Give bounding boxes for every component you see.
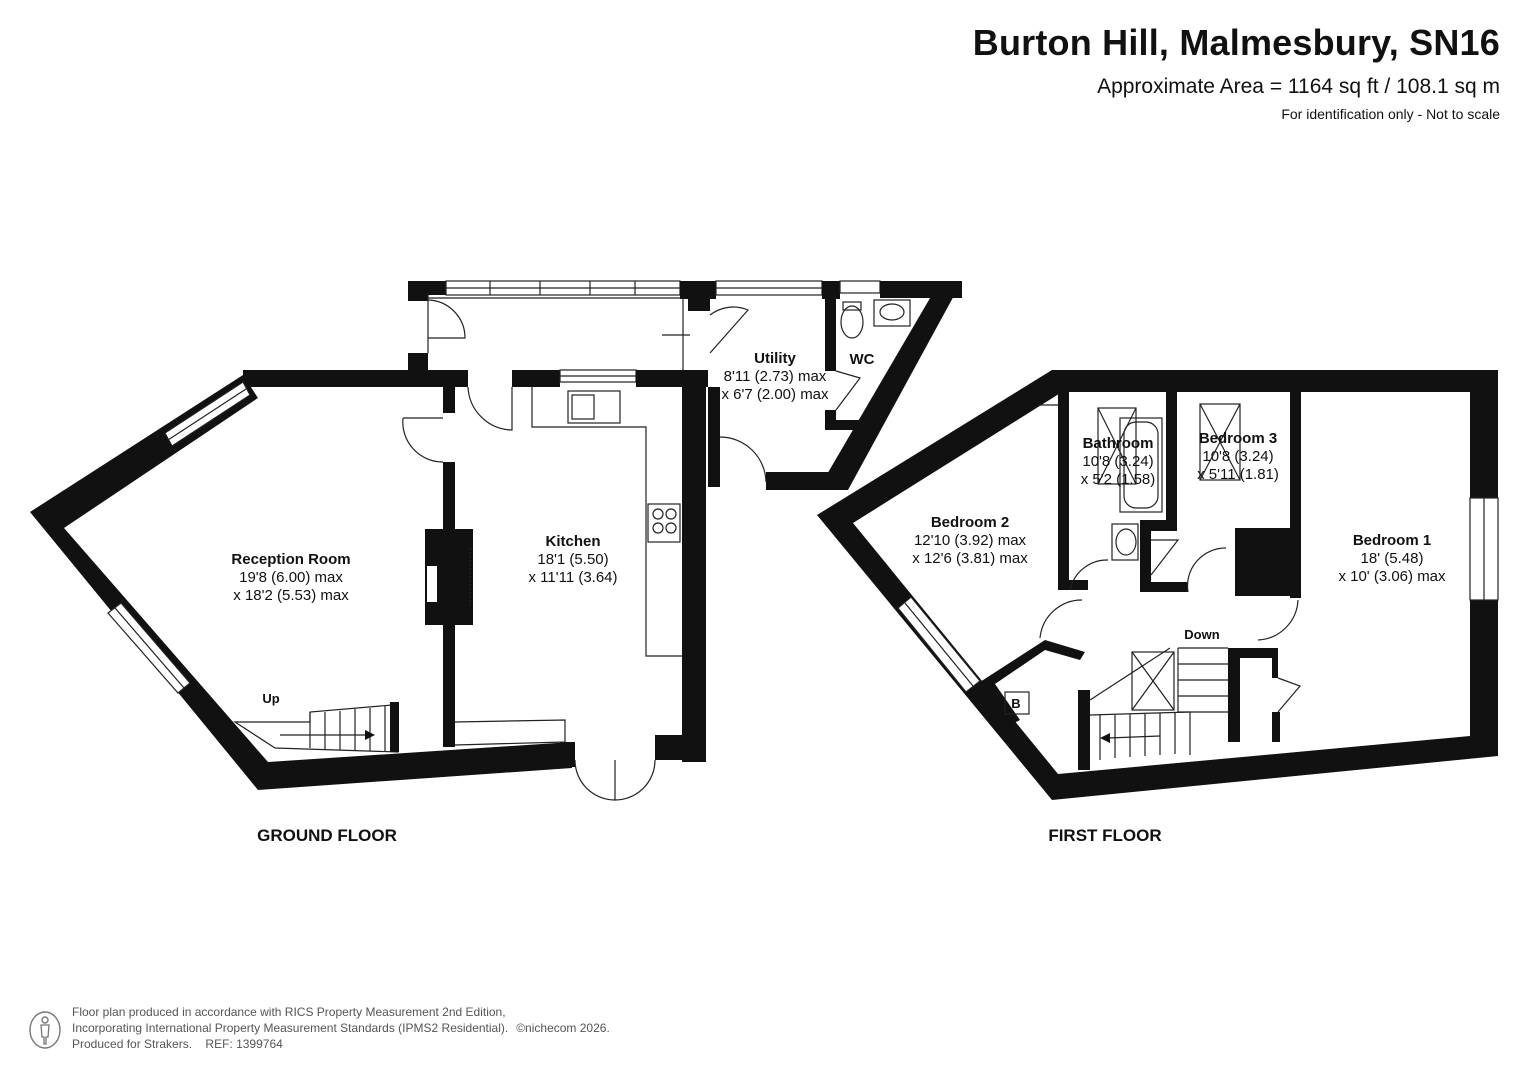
bathroom-basin	[1111, 523, 1139, 561]
first-floor-plan	[817, 370, 1499, 800]
reception-room-dim2: x 18'2 (5.53) max	[233, 587, 349, 604]
scale-note: For identification only - Not to scale	[1281, 106, 1500, 122]
approximate-area: Approximate Area = 1164 sq ft / 108.1 sq…	[1097, 75, 1500, 98]
reception-room-name: Reception Room	[231, 551, 350, 568]
bedroom1-name: Bedroom 1	[1353, 532, 1431, 549]
footer-line2-wrap: Incorporating International Property Mea…	[72, 1020, 610, 1036]
kitchen-sink	[567, 390, 621, 424]
header: Burton Hill, Malmesbury, SN16 Approximat…	[973, 22, 1500, 124]
utility-dim2: x 6'7 (2.00) max	[721, 386, 829, 403]
first-stairs-label: Down	[1184, 627, 1219, 642]
reception-top-wall	[243, 370, 468, 387]
kitchen-hob	[647, 503, 681, 543]
footer-line2: Incorporating International Property Mea…	[72, 1021, 509, 1035]
bathroom-dim2: x 5'2 (1.58)	[1081, 471, 1156, 488]
person-icon	[29, 1011, 61, 1049]
bedroom3-dim1: 10'8 (3.24)	[1202, 448, 1273, 465]
wc-name: WC	[850, 351, 875, 368]
footer: Floor plan produced in accordance with R…	[72, 1004, 610, 1052]
footer-line3-wrap: Produced for Strakers. REF: 1399764	[72, 1036, 610, 1052]
kitchen-dim1: 18'1 (5.50)	[537, 551, 608, 568]
footer-line1: Floor plan produced in accordance with R…	[72, 1005, 506, 1019]
first-floor-label: FIRST FLOOR	[1048, 826, 1161, 845]
utility-diagonal-wall	[826, 281, 962, 490]
footer-copyright: ©nichecom 2026.	[516, 1021, 610, 1035]
bathroom-dim1: 10'8 (3.24)	[1082, 453, 1153, 470]
ground-floor-plan	[30, 280, 962, 801]
ground-stairs-label: Up	[262, 691, 279, 706]
footer-line3: Produced for Strakers.	[72, 1037, 193, 1051]
bedroom2-name: Bedroom 2	[931, 514, 1009, 531]
first-floor-outer-wall	[817, 370, 1498, 800]
bedroom3-dim2: x 5'11 (1.81)	[1197, 466, 1279, 483]
bathroom-name: Bathroom	[1083, 435, 1154, 452]
reception-room-dim1: 19'8 (6.00) max	[239, 569, 343, 586]
utility-dim1: 8'11 (2.73) max	[724, 368, 827, 385]
reception-outer-wall	[30, 375, 572, 790]
bathtub	[1119, 417, 1163, 513]
kitchen-name: Kitchen	[545, 533, 600, 550]
bedroom1-dim2: x 10' (3.06) max	[1338, 568, 1446, 585]
kitchen-dim2: x 11'11 (3.64)	[528, 569, 617, 586]
bedroom1-dim1: 18' (5.48)	[1361, 550, 1424, 567]
property-title: Burton Hill, Malmesbury, SN16	[972, 22, 1500, 63]
utility-name: Utility	[754, 350, 796, 367]
footer-ref: REF: 1399764	[205, 1037, 283, 1051]
kitchen-right-wall	[682, 387, 706, 762]
wc-basin	[873, 299, 911, 327]
wc-toilet	[840, 305, 864, 339]
bedroom3-name: Bedroom 3	[1199, 430, 1277, 447]
bedroom2-dim1: 12'10 (3.92) max	[914, 532, 1027, 549]
kitchen-top-wall	[512, 370, 560, 387]
utility-left-wall	[708, 387, 720, 487]
bedroom2-dim2: x 12'6 (3.81) max	[912, 550, 1028, 567]
boiler-label: B	[1011, 696, 1020, 711]
ground-stairs	[232, 704, 399, 753]
ground-floor-label: GROUND FLOOR	[257, 826, 397, 845]
